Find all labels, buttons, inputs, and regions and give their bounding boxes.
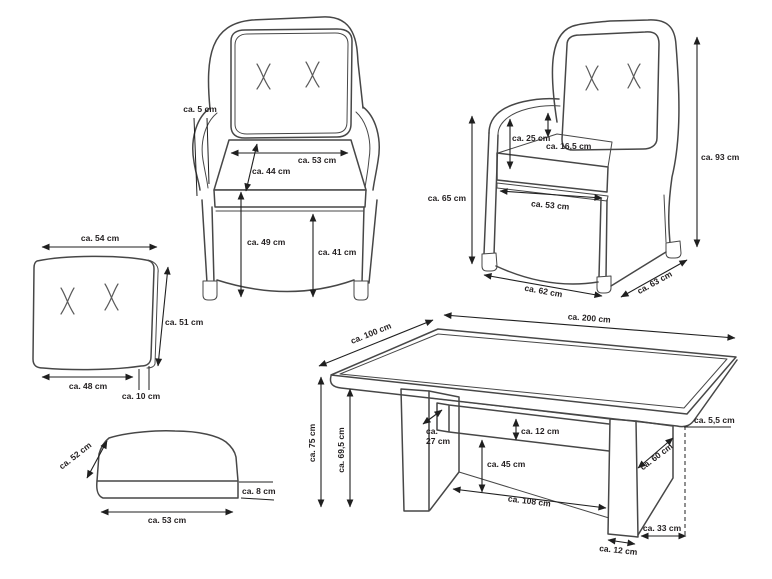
dim-table-length: ca. 200 cm [567, 311, 611, 324]
front-chair-arm-right-outer [362, 106, 380, 191]
dim-front-chair-clearance: ca. 41 cm [318, 247, 357, 257]
back-cushion-outline [32, 255, 155, 371]
side-chair-armrest-outer [488, 97, 560, 134]
dim-table-shelf-depth-line2: 27 cm [426, 436, 451, 446]
side-chair-armrest-inner [497, 105, 561, 136]
seat-cushion-thickness-leader-lines [239, 481, 275, 501]
dim-back-cushion-thickness: ca. 10 cm [122, 391, 161, 401]
front-chair-dimensions: ca. 5 cm ca. 53 cm ca. 44 cm ca. 49 cm c… [183, 104, 357, 298]
side-chair-tuft-left [585, 65, 599, 91]
dim-table-shelf-height: ca. 12 cm [521, 426, 560, 436]
side-chair-tuft-right [627, 63, 641, 89]
dim-table-leg-base-depth: ca. 33 cm [643, 523, 682, 533]
table-left-leg-side [428, 390, 460, 511]
front-chair-leg-left [201, 199, 215, 284]
dim-side-chair-armrest-height: ca. 65 cm [428, 193, 467, 203]
table-depth-arrow [318, 319, 434, 367]
side-chair-seat-width-arrow [499, 188, 603, 201]
table-left-leg-front [400, 388, 430, 512]
dim-table-clearance: ca. 69,5 cm [336, 427, 346, 473]
back-cushion-height-arrow [155, 266, 171, 367]
side-chair-front-leg [483, 132, 499, 256]
back-cushion-tuft-left [60, 287, 75, 315]
front-chair-seat-band [213, 189, 367, 208]
dim-table-shelf-to-floor: ca. 45 cm [487, 459, 526, 469]
side-chair-bottom-front-curve [495, 265, 599, 285]
front-chair-leg-right [361, 199, 378, 284]
back-cushion-tuft-right [104, 283, 119, 311]
dim-back-cushion-width-bottom: ca. 48 cm [69, 381, 108, 391]
side-chair-depth-arrow [620, 259, 688, 298]
front-chair-back-frame [207, 16, 364, 110]
side-chair-mid-leg [598, 198, 608, 279]
dim-table-top-thickness: ca. 5,5 cm [694, 415, 735, 425]
seat-cushion-dimensions: ca. 52 cm ca. 8 cm ca. 53 cm [57, 440, 276, 525]
front-chair-drawing [192, 16, 380, 301]
back-cushion-dimensions: ca. 54 cm ca. 51 cm ca. 48 cm ca. 10 cm [41, 233, 204, 401]
table-top-surface [330, 328, 737, 415]
table-right-leg-side [635, 420, 674, 536]
side-chair-drawing [481, 19, 682, 294]
table-right-leg-front [607, 418, 639, 538]
dim-back-cushion-height: ca. 51 cm [165, 317, 204, 327]
front-chair-seat-depth-arrow [244, 143, 259, 192]
front-chair-bottom-curve [216, 279, 355, 293]
front-chair-tuft-right [305, 61, 320, 88]
table-shelf-depth-arrow [422, 409, 443, 425]
table-length-arrow [443, 312, 736, 341]
dim-front-chair-seat-height: ca. 49 cm [247, 237, 286, 247]
dim-seat-cushion-depth: ca. 52 cm [57, 440, 94, 472]
dim-back-cushion-width-top: ca. 54 cm [81, 233, 120, 243]
seat-cushion-band [96, 480, 239, 499]
dim-front-chair-seat-depth: ca. 44 cm [252, 166, 291, 176]
front-chair-back-cushion-inner-line [234, 32, 349, 135]
dim-front-chair-arm-tube: ca. 5 cm [183, 104, 217, 114]
back-cushion-thickness-leader-lines [138, 366, 150, 390]
table-leg-panel-depth-arrow [637, 437, 674, 469]
table-inner-length-arrow [452, 486, 607, 511]
dim-side-chair-total-height: ca. 93 cm [701, 152, 740, 162]
dim-table-leg-panel-depth: ca. 60 cm [638, 441, 675, 472]
dim-side-chair-width: ca. 62 cm [524, 283, 564, 300]
dim-side-chair-depth: ca. 63 cm [635, 269, 674, 297]
side-chair-front-foot [481, 252, 498, 272]
seat-cushion-top-outline [96, 430, 239, 482]
dim-table-height: ca. 75 cm [307, 423, 317, 462]
side-chair-back-frame [551, 19, 680, 244]
table-leg-width-arrow [607, 537, 636, 547]
dim-side-chair-seat-width: ca. 53 cm [531, 198, 570, 211]
front-chair-foot-left [202, 280, 218, 301]
front-chair-arm-right-inner [355, 111, 371, 189]
side-chair-seat-back-edges [497, 133, 613, 168]
seat-cushion-depth-arrow [86, 440, 108, 479]
back-cushion-drawing [32, 255, 159, 371]
dim-table-shelf-depth-line1: ca. [426, 426, 438, 436]
front-chair-arm-left-inner [201, 112, 218, 189]
table-top-band [329, 359, 738, 428]
front-chair-seat-top [213, 139, 367, 191]
dim-side-chair-armrest-to-seat: ca. 25 cm [512, 133, 551, 143]
front-chair-foot-right [353, 280, 369, 301]
dim-table-leg-width: ca. 12 cm [599, 543, 639, 557]
side-chair-rear-foot [665, 240, 682, 259]
dim-seat-cushion-width: ca. 53 cm [148, 515, 187, 525]
dim-side-chair-cushion-height: ca. 16,5 cm [546, 141, 592, 151]
front-chair-arm-left-outer [192, 107, 211, 191]
front-chair-back-cushion [230, 28, 353, 139]
side-chair-back-frame-inner [663, 194, 667, 243]
side-chair-seat-cushion-band [496, 152, 609, 193]
front-chair-tuft-left [256, 63, 271, 90]
side-chair-mid-foot [596, 275, 612, 294]
dim-table-depth: ca. 100 cm [349, 320, 393, 346]
side-chair-back-cushion [561, 31, 660, 151]
front-chair-arm-tube-leader-lines [193, 117, 210, 197]
dim-table-inner-length: ca. 108 cm [507, 493, 551, 508]
seat-cushion-drawing [96, 430, 239, 499]
dim-seat-cushion-thickness: ca. 8 cm [242, 486, 276, 496]
dim-front-chair-seat-width: ca. 53 cm [298, 155, 337, 165]
side-chair-width-arrow [483, 272, 603, 299]
